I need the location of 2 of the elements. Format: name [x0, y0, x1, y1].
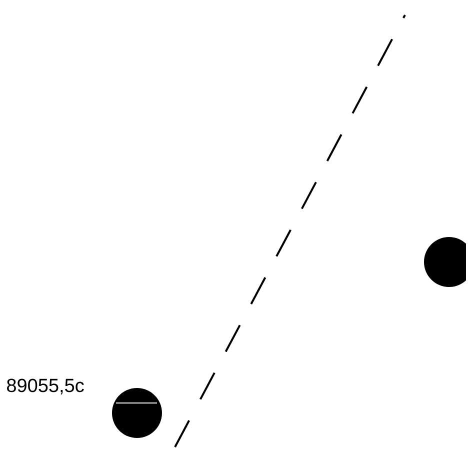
label-text: 89055,5c	[7, 378, 84, 394]
disc	[112, 388, 162, 438]
